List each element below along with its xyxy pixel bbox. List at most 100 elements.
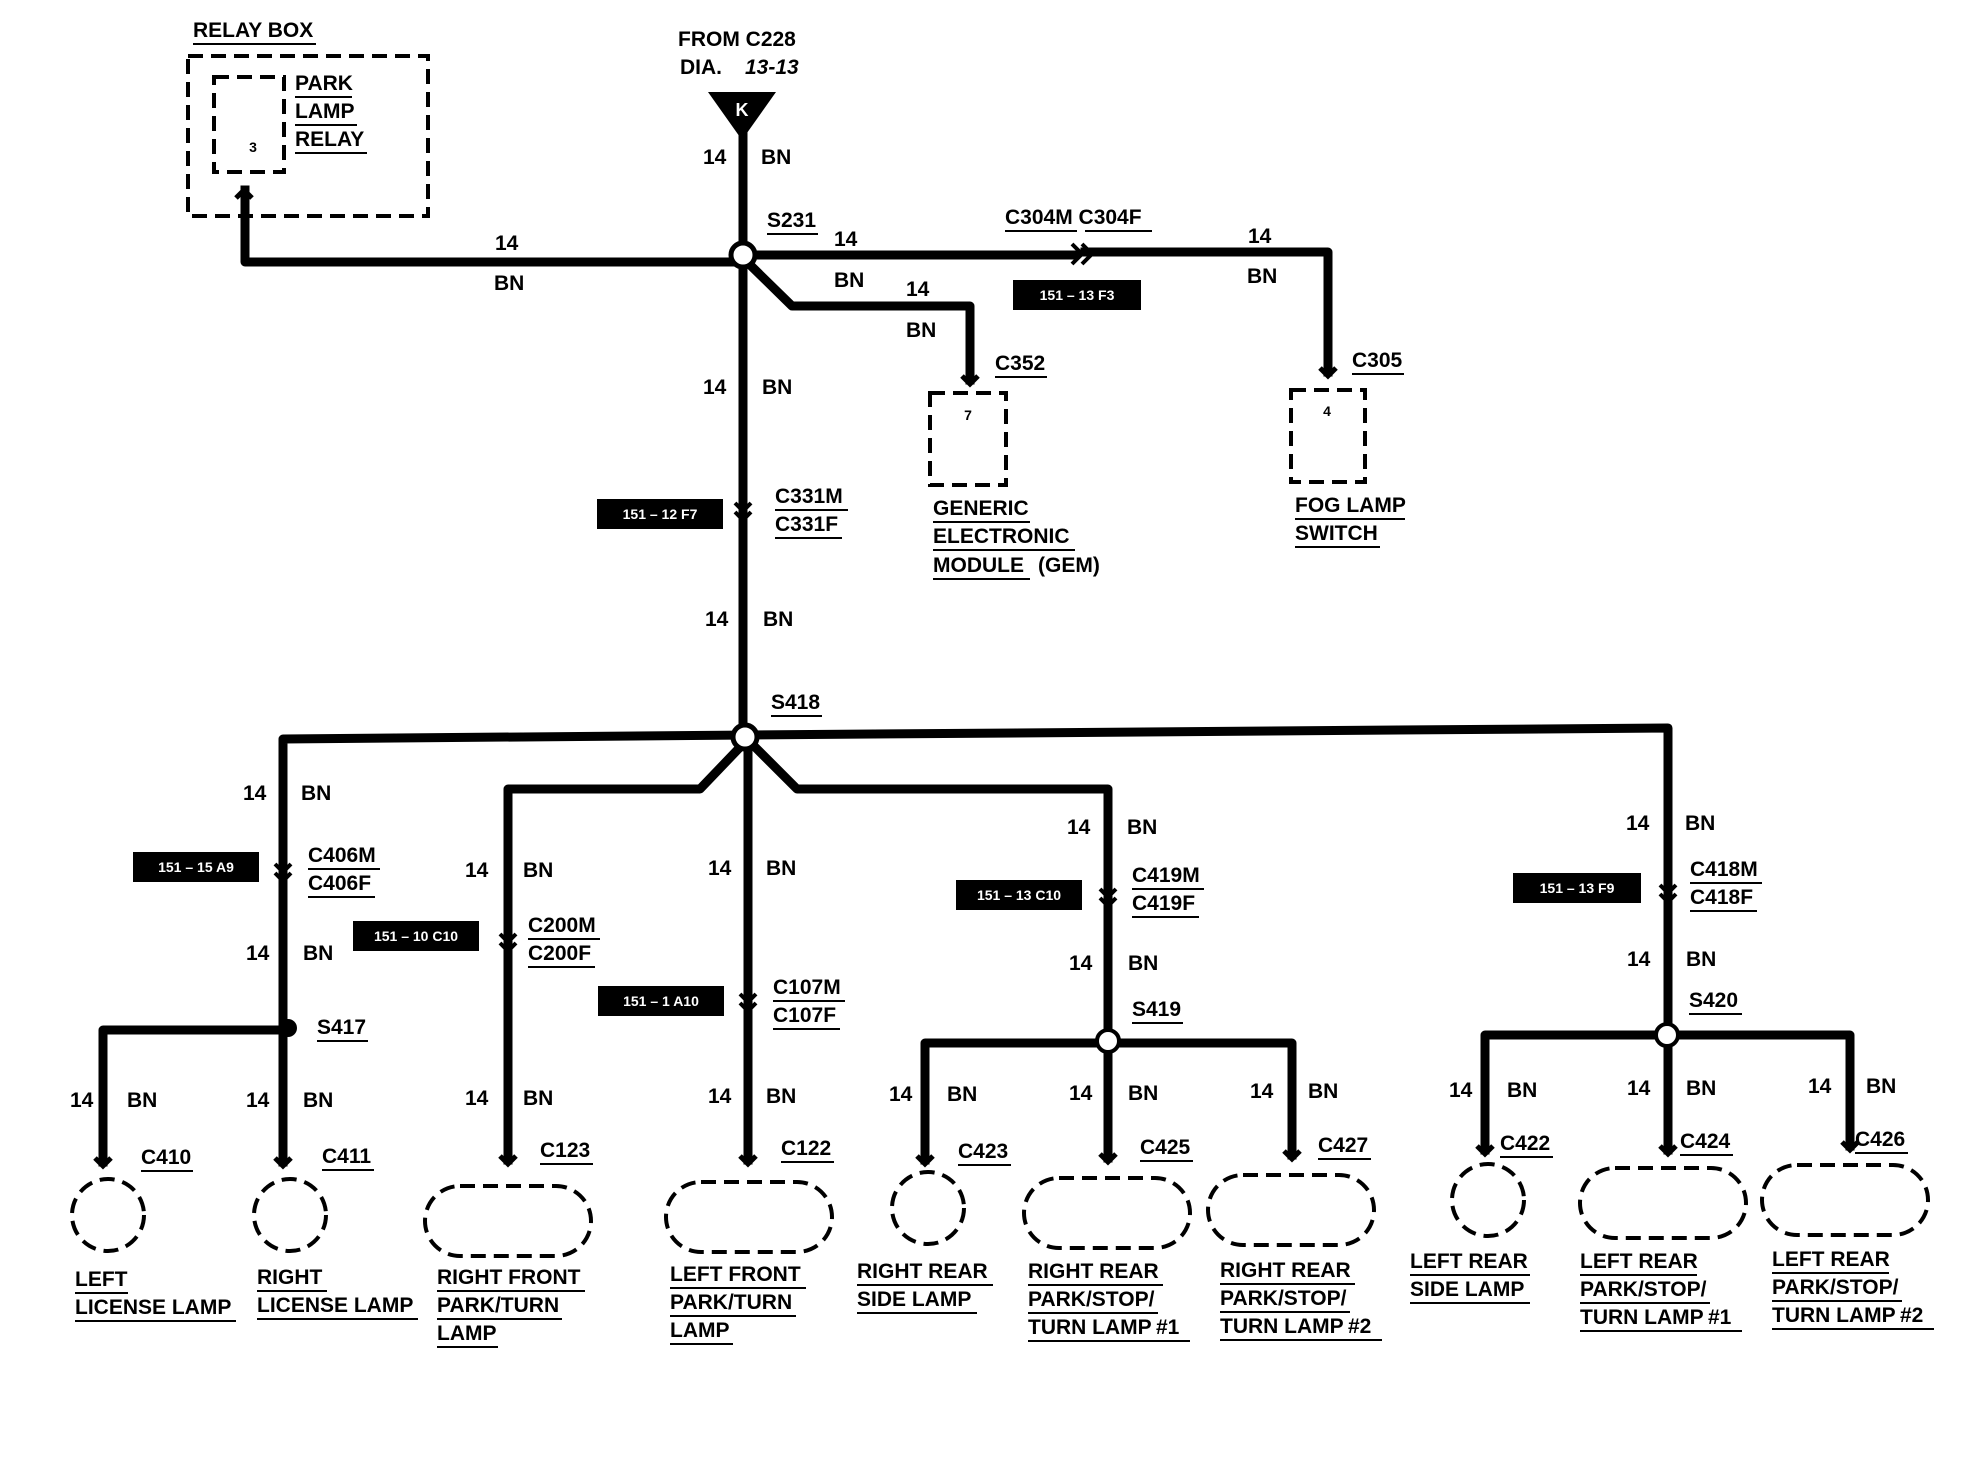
- splice-s231-dot: [728, 240, 758, 270]
- c418m-label: C418M: [1690, 858, 1758, 881]
- wire-color: BN: [1128, 1082, 1158, 1105]
- relay-label-line1: PARK: [295, 72, 353, 95]
- inline-connector-labels: C331M C331F C406M C406F C200M C200F C107…: [308, 485, 1762, 1030]
- gem-label-suffix: (GEM): [1038, 554, 1100, 577]
- wire-gauge: 14: [70, 1089, 94, 1112]
- lamp-connector-label: C423: [958, 1140, 1008, 1163]
- wire-color: BN: [1507, 1079, 1537, 1102]
- wire-gauge: 14: [708, 857, 732, 880]
- c305-terminal-icon: [1318, 366, 1338, 380]
- wire-gauge: 14: [906, 278, 930, 301]
- splice-s417-dot: [279, 1019, 297, 1037]
- lamp-name-line: RIGHT: [257, 1266, 323, 1289]
- wire-s420-to-c426: [1663, 1030, 1855, 1151]
- lamp-name-line: SIDE LAMP: [1410, 1278, 1524, 1301]
- gem-outline: [928, 391, 1008, 487]
- gem-label-line3: MODULE: [933, 554, 1024, 577]
- lamp-name-line: PARK/STOP/: [1580, 1278, 1707, 1301]
- wire-s419-to-c427: [1103, 1038, 1297, 1160]
- splice-s419-label: S419: [1132, 998, 1181, 1021]
- reference-tags: 151 – 13 F3 151 – 12 F7 151 – 15 A9 151 …: [133, 280, 1641, 1016]
- wire-gauge: 14: [889, 1083, 913, 1106]
- lamp-name-line: LAMP: [437, 1322, 497, 1345]
- relay-label-line3: RELAY: [295, 128, 364, 151]
- c331f-label: C331F: [775, 513, 838, 536]
- c200m-label: C200M: [528, 914, 596, 937]
- fog-label-line1: FOG LAMP: [1295, 494, 1406, 517]
- lamp-connector-label: C410: [141, 1146, 191, 1169]
- wire-gauge: 14: [1069, 1082, 1093, 1105]
- c425-terminal-icon: [1098, 1152, 1118, 1166]
- c418-chevron-icon: [1658, 883, 1678, 905]
- lamp-c422-body: [1450, 1162, 1526, 1238]
- c331-chevron-icon: [733, 501, 753, 523]
- wire-color: BN: [761, 146, 791, 169]
- relay-box-title: RELAY BOX: [193, 19, 313, 42]
- wire-s420-to-c422: [1480, 1030, 1673, 1155]
- splice-labels: S231 S418 S417 S419 S420: [317, 209, 1742, 1042]
- wire-labels: 14 BN 14 BN 14 BN 14 BN 14 BN 14 BN 14 B…: [70, 146, 1896, 1112]
- wire-gauge: 14: [1067, 816, 1091, 839]
- fog-switch-pin: 4: [1323, 403, 1331, 419]
- c423-terminal-icon: [915, 1154, 935, 1168]
- wire-s417-to-c410: [98, 1025, 288, 1167]
- wire-gauge: 14: [465, 1087, 489, 1110]
- wire-color: BN: [1686, 1077, 1716, 1100]
- lamp-name-line: LEFT: [75, 1268, 128, 1291]
- lamp-name-suffix: #1: [1156, 1316, 1180, 1339]
- wire-color: BN: [906, 319, 936, 342]
- wire-color: BN: [834, 269, 864, 292]
- splice-s420-dot: [1654, 1022, 1680, 1048]
- c352-label: C352: [995, 352, 1045, 375]
- lamp-c423-body: [890, 1170, 966, 1246]
- wire-color: BN: [763, 608, 793, 631]
- splice-s231-label: S231: [767, 209, 816, 232]
- ref-tag-f9: 151 – 13 F9: [1540, 880, 1615, 896]
- wire-gauge: 14: [495, 232, 519, 255]
- ref-tag-a10-box: [598, 986, 724, 1016]
- wire-s418-to-c123: [503, 735, 752, 1165]
- c419m-label: C419M: [1132, 864, 1200, 887]
- wire-gauge: 14: [465, 859, 489, 882]
- connector-k-letter: K: [736, 100, 749, 120]
- relay-label-line2: LAMP: [295, 100, 355, 123]
- ref-tag-f7-box: [597, 499, 723, 529]
- relay-pin: 3: [249, 139, 257, 155]
- c424-terminal-icon: [1658, 1144, 1678, 1158]
- c122-terminal-icon: [738, 1154, 758, 1168]
- ref-tag-a9-box: [133, 852, 259, 882]
- lamp-name-line: RIGHT REAR: [1220, 1259, 1351, 1282]
- lamp-name-suffix: #1: [1708, 1306, 1732, 1329]
- wire-color: BN: [766, 1085, 796, 1108]
- c419-chevron-icon: [1098, 887, 1118, 909]
- c426-terminal-icon: [1840, 1140, 1860, 1154]
- wire-color: BN: [494, 272, 524, 295]
- lamp-bodies: [70, 1162, 1930, 1258]
- c352-terminal-icon: [960, 374, 980, 388]
- wire-gauge: 14: [1449, 1079, 1473, 1102]
- wire-relay-to-s231: [240, 185, 748, 267]
- c406-chevron-icon: [273, 862, 293, 884]
- ref-tag-f9-box: [1513, 873, 1641, 903]
- ref-tag-a9: 151 – 15 A9: [158, 859, 234, 875]
- lamp-name-line: LAMP: [670, 1319, 730, 1342]
- inline-chevrons: [273, 501, 1678, 1014]
- c406f-label: C406F: [308, 872, 371, 895]
- wire-gauge: 14: [1248, 225, 1272, 248]
- lamp-connector-labels: C410 C411 C123 C122 C423 C425 C427 C422 …: [141, 1128, 1908, 1172]
- gem-pin: 7: [964, 407, 972, 423]
- lamp-name-line: PARK/TURN: [437, 1294, 559, 1317]
- wire-gauge: 14: [246, 942, 270, 965]
- wire-gauge: 14: [703, 376, 727, 399]
- lamp-c123-body: [423, 1184, 593, 1258]
- wire-s419-to-c423: [920, 1038, 1113, 1165]
- lamp-name-line: RIGHT FRONT: [437, 1266, 581, 1289]
- wire-gauge: 14: [1808, 1075, 1832, 1098]
- wire-color: BN: [523, 1087, 553, 1110]
- wire-color: BN: [303, 1089, 333, 1112]
- ref-tag-f3-box: [1013, 280, 1141, 310]
- c427-terminal-icon: [1282, 1149, 1302, 1163]
- lamp-c426-body: [1760, 1163, 1930, 1237]
- c107m-label: C107M: [773, 976, 841, 999]
